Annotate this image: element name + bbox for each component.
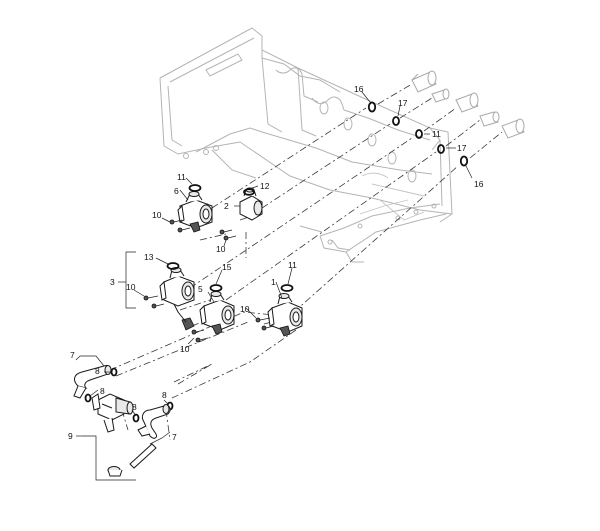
callout-11-valve-6: 11 [177,172,186,182]
o-ring-8-a [110,367,118,377]
port-fitting-1 [411,70,437,93]
callout-17-lower: 17 [457,143,467,153]
o-ring-16-lower [459,155,469,167]
valve-3 [159,267,195,331]
valve-6 [177,191,213,233]
callout-labels: 16 17 11 17 16 11 6 12 2 10 10 13 15 11 … [68,84,484,442]
callout-10-right: 10 [240,304,250,314]
callout-11-upper: 11 [432,129,441,139]
bolt-set-upper [169,219,237,241]
callout-16-upper: 16 [354,84,364,94]
callout-10-center: 10 [180,344,190,354]
callout-7-lower: 7 [172,432,177,442]
leader-lines [75,91,473,481]
o-ring-17-lower [437,144,445,154]
o-ring-8-b [84,393,92,403]
mounting-frame [159,27,453,263]
o-ring-16-upper [367,101,377,113]
hose-7-upper [73,365,112,399]
callout-5: 5 [198,284,203,294]
callout-10-upper-left: 10 [152,210,162,220]
callout-16-lower: 16 [474,179,484,189]
callout-1: 1 [271,277,276,287]
o-ring-11-valve-6 [188,184,202,192]
o-ring-17-upper [392,116,400,126]
callout-15: 15 [222,262,232,272]
port-fitting-2 [431,88,450,103]
bolt-set-right [255,317,275,331]
o-ring-11-valve-1 [280,284,294,292]
callout-2: 2 [224,201,229,211]
callout-8-d: 8 [162,390,167,400]
o-ring-13 [166,262,180,270]
o-ring-12 [243,188,255,196]
callout-11-valve-1: 11 [288,260,297,270]
assembly-lines [109,83,503,441]
valve-1 [267,293,303,337]
callout-12: 12 [260,181,270,191]
o-ring-15 [209,284,223,292]
callout-8-c: 8 [132,402,137,412]
callout-8-b: 8 [100,386,105,396]
bolt-set-left [143,295,165,309]
hose-7-lower [137,404,171,439]
port-fitting-3 [455,92,479,113]
o-ring-11-upper [415,129,423,139]
callout-13: 13 [144,252,154,262]
valve-9 [91,393,134,433]
bolt-set-center [191,329,209,343]
callout-17-upper: 17 [398,98,408,108]
callout-6: 6 [174,186,179,196]
callout-10-left: 10 [126,282,136,292]
callout-7-upper: 7 [70,350,75,360]
callout-9: 9 [68,431,73,441]
callout-3: 3 [110,277,115,287]
port-fitting-4 [479,111,500,127]
callout-8-a: 8 [95,366,100,376]
o-ring-8-c [132,413,140,423]
callout-10-upper-right: 10 [216,244,226,254]
drain-tube [107,443,157,477]
valve-5 [199,291,235,335]
port-fitting-5 [501,118,525,139]
